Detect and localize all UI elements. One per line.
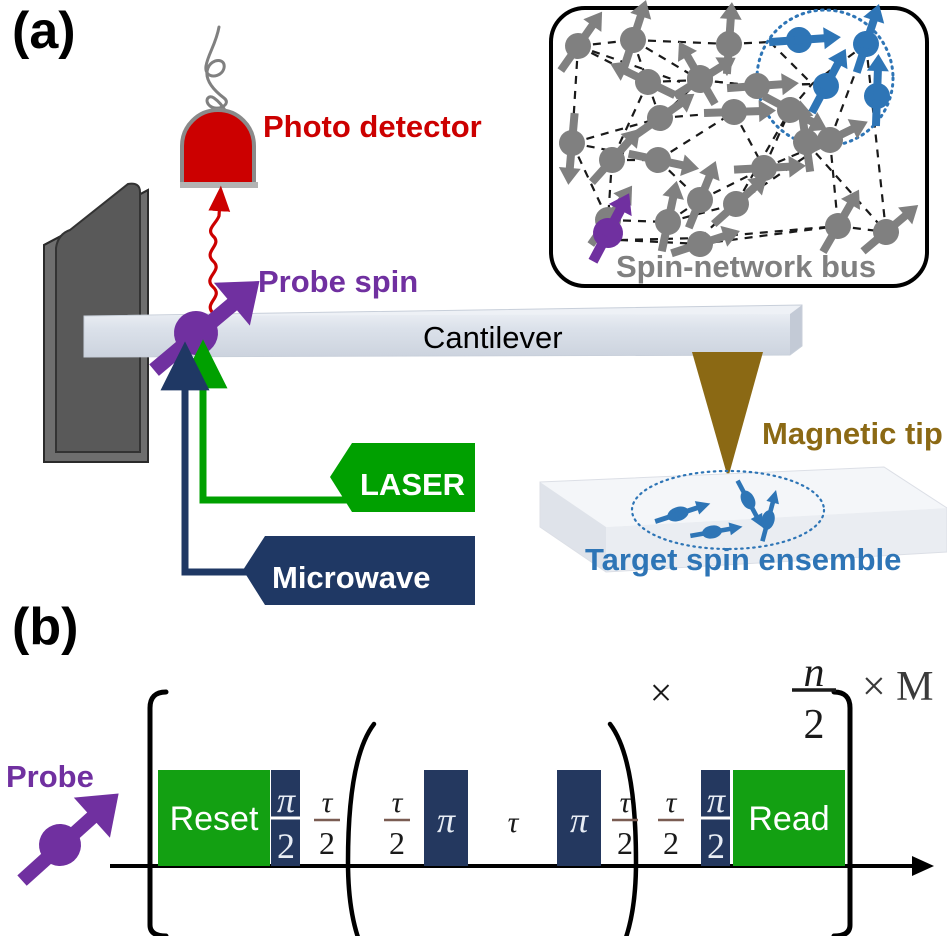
spin-network-blue-spins xyxy=(768,4,890,127)
pulse-pi-over-2-second-denominator: 2 xyxy=(707,826,725,866)
spin-network-bus-label: Spin-network bus xyxy=(616,249,876,284)
panel-label-a: (a) xyxy=(12,2,76,60)
target-spin xyxy=(654,501,711,524)
probe-spin-label: Probe spin xyxy=(258,264,418,299)
pulse-pi-over-2-first-numerator: π xyxy=(277,780,296,820)
pulse-reset-label: Reset xyxy=(170,800,259,838)
pulse-reset[interactable] xyxy=(158,770,270,866)
delay-tau-over-2-c-denominator: 2 xyxy=(617,825,633,861)
microwave-label: Microwave xyxy=(272,560,431,595)
pulse-pi-over-2-first-denominator: 2 xyxy=(277,826,295,866)
delay-tau-over-2-a-denominator: 2 xyxy=(319,825,335,861)
photon-emission-icon xyxy=(208,185,231,315)
panel-label-b: (b) xyxy=(12,598,78,656)
pulse-pi-first[interactable] xyxy=(424,770,468,866)
photo-detector-label: Photo detector xyxy=(263,109,482,144)
probe-channel-spin-icon xyxy=(17,793,119,886)
cantilever-label: Cantilever xyxy=(423,320,563,355)
magnetic-tip-icon xyxy=(692,352,763,478)
inner-repeat-times-symbol: × xyxy=(650,670,673,715)
target-spin-region xyxy=(630,469,826,551)
spin-network-gray-spins xyxy=(557,0,919,258)
laser-beam-path xyxy=(178,339,398,504)
outer-bracket-open xyxy=(147,689,169,936)
photo-detector-icon xyxy=(180,25,258,188)
cantilever-beam xyxy=(83,304,803,358)
spin-network-probe-spin xyxy=(588,193,632,264)
pulse-pi-second[interactable] xyxy=(557,770,601,866)
pulse-read-label: Read xyxy=(748,800,829,838)
outer-bracket-close xyxy=(831,689,853,936)
inner-bracket-close xyxy=(607,721,639,936)
pulse-pi-first-label: π xyxy=(437,800,456,840)
inner-bracket-open xyxy=(345,721,377,936)
microwave-source-tag[interactable] xyxy=(243,536,475,605)
target-spin xyxy=(735,479,763,528)
pulse-read[interactable] xyxy=(733,770,845,866)
outer-repeat-label: × M xyxy=(862,664,934,710)
microwave-line-path xyxy=(160,341,248,576)
delay-tau-over-2-b-numerator: τ xyxy=(392,786,404,819)
target-spin xyxy=(689,522,743,539)
laser-label: LASER xyxy=(360,467,465,502)
target-spin xyxy=(760,490,779,542)
spin-network-bus-box xyxy=(549,0,929,288)
delay-tau-over-2-c-numerator: τ xyxy=(620,786,632,819)
pulse-pi-over-2-second-numerator: π xyxy=(707,780,726,820)
time-axis-arrow-icon xyxy=(912,856,934,876)
delay-tau-over-2-d-numerator: τ xyxy=(666,786,678,819)
pulse-pi-second-label: π xyxy=(570,800,589,840)
delay-tau-over-2-b-denominator: 2 xyxy=(389,825,405,861)
magnetic-tip-label: Magnetic tip xyxy=(762,416,943,451)
delay-tau-over-2-d-denominator: 2 xyxy=(663,825,679,861)
delay-tau-over-2-a-numerator: τ xyxy=(322,786,334,819)
laser-source-tag[interactable] xyxy=(330,443,475,512)
inner-repeat-denominator: 2 xyxy=(804,702,825,748)
probe-channel-label: Probe xyxy=(6,759,94,794)
inner-repeat-numerator: n xyxy=(804,650,825,696)
delay-tau-full-label: τ xyxy=(508,806,520,839)
target-spin-ensemble-label: Target spin ensemble xyxy=(585,542,901,577)
